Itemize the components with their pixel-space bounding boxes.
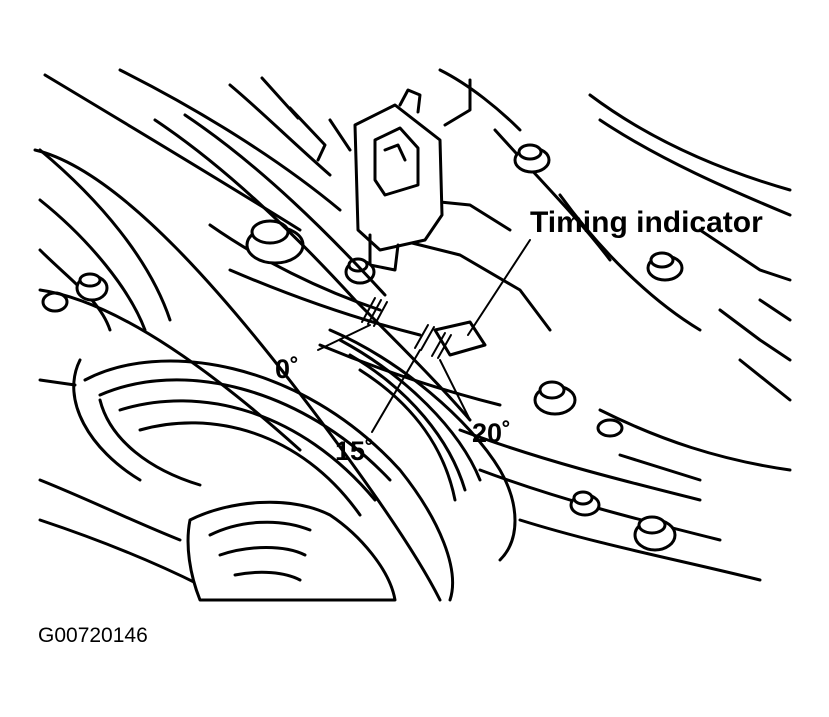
leader-20-degree — [439, 359, 471, 421]
figure-id: G00720146 — [38, 624, 148, 647]
degree-15-label: 15˚ — [335, 436, 374, 466]
leader-lines — [317, 239, 531, 433]
lower-shroud — [186, 500, 397, 602]
bolt — [245, 219, 305, 265]
bolt — [513, 143, 551, 174]
timing-indicator-label: Timing indicator — [530, 206, 763, 239]
bolt — [646, 251, 684, 282]
degree-20-label: 20˚ — [472, 418, 511, 448]
timing-marks — [361, 297, 452, 359]
engine-bolts — [41, 143, 684, 552]
bolt — [596, 418, 624, 438]
crankshaft-pulley — [33, 148, 517, 602]
sensor-connector — [353, 88, 444, 272]
degree-0-label: 0˚ — [275, 354, 299, 384]
leader-timing-indicator — [467, 239, 531, 336]
bolt — [75, 272, 109, 302]
bolt — [569, 490, 601, 517]
leader-0-degree — [317, 324, 371, 351]
drive-belt — [153, 113, 472, 422]
bolt — [633, 515, 677, 552]
leader-15-degree — [371, 349, 421, 433]
bolt — [533, 380, 577, 416]
